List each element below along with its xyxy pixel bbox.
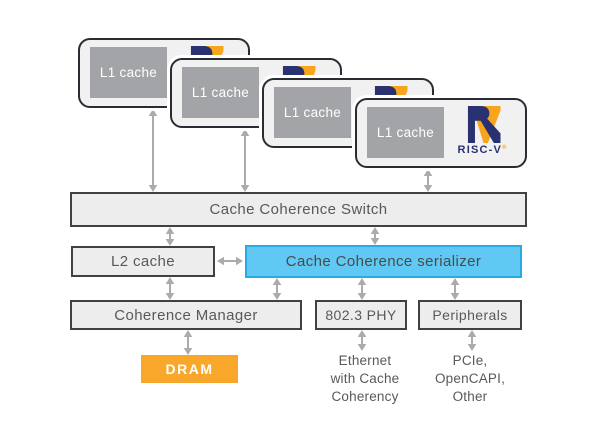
riscv-wordmark: RISC-V® (457, 144, 507, 156)
cache-coherence-switch-box: Cache Coherence Switch (70, 192, 527, 227)
connector-arrow-core-4-to-switch (423, 169, 433, 192)
coherence-manager-box: Coherence Manager (70, 300, 302, 330)
dram-box: DRAM (141, 355, 238, 383)
caption-line: Other (452, 389, 488, 404)
connector-arrow-peripherals-to-pcie-caption (467, 330, 477, 351)
connector-arrow-switch-to-l2 (165, 227, 175, 246)
caption-line: PCIe, (452, 353, 488, 368)
cpu-core-card-4: L1 cache RISC-V® (355, 98, 527, 168)
caption-line: with Cache (330, 371, 400, 386)
connector-arrow-l2-to-serializer (217, 256, 243, 266)
l1-cache-box: L1 cache (274, 87, 351, 138)
pcie-caption: PCIe, OpenCAPI, Other (423, 352, 517, 406)
connector-arrow-serializer-to-manager (272, 278, 282, 300)
caption-line: Ethernet (338, 353, 392, 368)
caption-line: Coherency (331, 389, 399, 404)
l2-cache-box: L2 cache (71, 246, 215, 277)
l1-cache-box: L1 cache (182, 67, 259, 118)
connector-arrow-serializer-to-peripherals (450, 278, 460, 300)
l1-cache-box: L1 cache (367, 107, 444, 158)
caption-line: OpenCAPI, (434, 371, 506, 386)
cache-coherence-serializer-box: Cache Coherence serializer (245, 245, 522, 278)
connector-arrow-core-2-to-switch (240, 129, 250, 192)
riscv-logo-icon (467, 106, 501, 143)
l1-cache-box: L1 cache (90, 47, 167, 98)
connector-arrow-switch-to-serializer (370, 227, 380, 245)
cpu-core-card-3: L1 cache RISC-V® (262, 78, 434, 148)
connector-arrow-l2-to-manager (165, 277, 175, 300)
802-3-phy-box: 802.3 PHY (315, 300, 407, 330)
connector-arrow-phy-to-ethernet-caption (357, 330, 367, 351)
ethernet-caption: Ethernet with Cache Coherency (318, 352, 412, 406)
connector-arrow-serializer-to-phy (357, 278, 367, 300)
connector-arrow-core-1-to-switch (148, 109, 158, 192)
riscv-logo: RISC-V® (445, 106, 519, 156)
peripherals-box: Peripherals (418, 300, 522, 330)
connector-arrow-manager-to-dram (183, 330, 193, 355)
registered-mark: ® (502, 145, 507, 151)
